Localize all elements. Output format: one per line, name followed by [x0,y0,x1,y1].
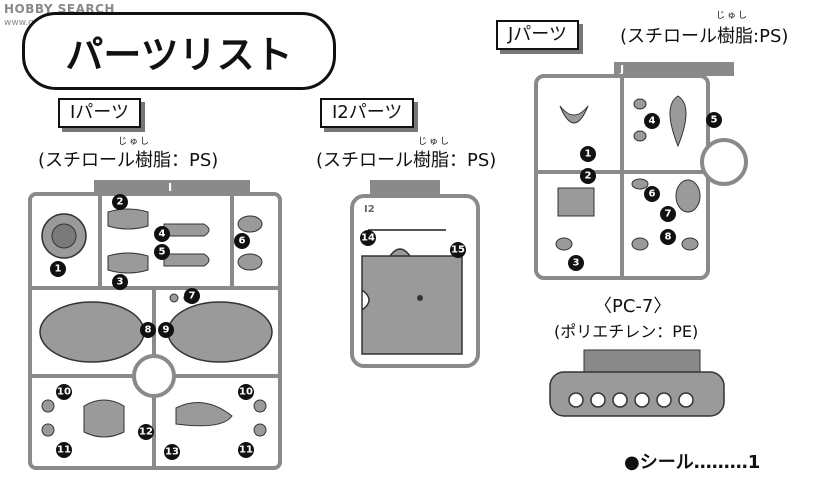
i-num-2: 2 [117,197,124,208]
i-num-8: 8 [145,325,152,336]
j-part-1 [559,105,589,124]
i-num-9: 9 [163,325,170,336]
j-part-5 [669,95,687,148]
i2-parts-runner: I2 14 15 [350,180,480,368]
i-runner-letter: I [168,181,172,194]
seal-count: ●シール………1 [624,452,761,473]
j-num-7: 7 [665,209,672,220]
i-part-3 [107,252,149,274]
i-part-4 [163,223,210,237]
i-num-11b: 11 [239,445,253,456]
i-part-6a [237,215,263,233]
i-num-5: 5 [159,247,166,258]
i-part-8 [39,301,145,363]
i2-parts-label: I2パーツ [320,98,415,128]
i-runner-tag-bar [94,180,250,194]
j-runner-letter: J [619,63,624,76]
i-num-13: 13 [165,447,179,458]
j-parts-label: Jパーツ [496,20,579,50]
i-part-13 [175,402,233,427]
i2-parts-material: (スチロール樹脂：PS) [316,150,497,171]
pc7-part [549,349,725,417]
j-num-6: 6 [649,189,656,200]
i2-num-15: 15 [451,245,465,256]
j-num-1: 1 [585,149,592,160]
j-parts-material: (スチロール樹脂:PS) [620,26,789,47]
j-part-2 [557,187,595,217]
i-parts-runner: I 1 2 3 4 5 6 7 8 9 10 11 12 13 10 11 [28,180,282,470]
i-num-10b: 10 [239,387,253,398]
i-num-4: 4 [159,229,166,240]
i2-parts-furigana: じゅし [418,137,452,147]
i-num-1: 1 [55,264,62,275]
j-num-2: 2 [585,171,592,182]
pc7-title: 〈PC-7〉 [594,296,672,317]
i-parts-furigana: じゅし [118,137,152,147]
i2-runner-letter: I2 [364,204,375,215]
i-num-10a: 10 [57,387,71,398]
i-parts-material: (スチロール樹脂：PS) [38,150,219,171]
i-num-12: 12 [139,427,153,438]
page-title: パーツリスト [22,12,336,90]
i2-num-14: 14 [361,233,375,244]
pc7-material: (ポリエチレン：PE) [554,322,699,341]
i2-part-14 [361,248,463,355]
j-parts-furigana: じゅし [716,11,750,21]
j-part-7 [675,179,701,213]
i-num-3: 3 [117,277,124,288]
i-part-9 [167,301,273,363]
i-part-12 [83,399,125,438]
i-part-6b [237,253,263,271]
j-parts-runner: J 1 2 3 4 5 6 7 8 [534,62,748,280]
i2-runner-frame [350,194,480,368]
i-num-7: 7 [189,291,196,302]
j-num-8: 8 [665,232,672,243]
i-part-2 [107,208,149,230]
i-num-6: 6 [239,236,246,247]
j-num-3: 3 [573,258,580,269]
j-num-4: 4 [649,116,656,127]
i-part-5 [163,253,210,267]
i-num-11a: 11 [57,445,71,456]
i-parts-label: Iパーツ [58,98,141,128]
j-num-5: 5 [711,115,718,126]
